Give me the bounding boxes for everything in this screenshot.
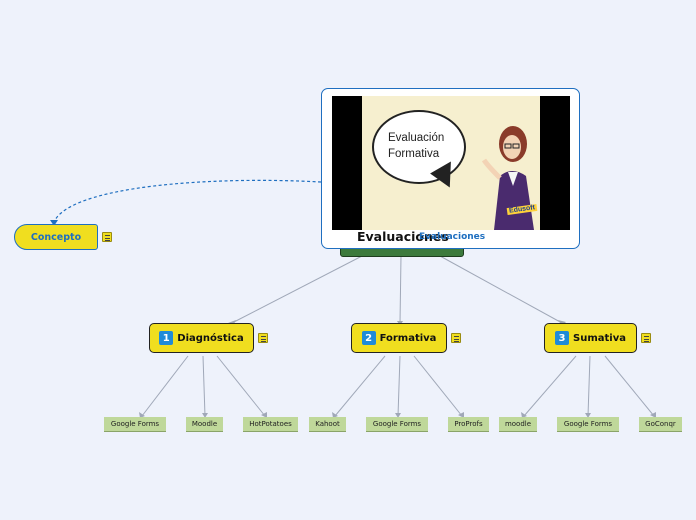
central-topic-card[interactable]: Evaluación Formativa Edusoft <box>321 88 580 249</box>
speech-bubble-text: Evaluación Formativa <box>388 132 445 160</box>
concept-relationship-line <box>53 179 322 223</box>
link-central-diagnostica <box>231 255 363 324</box>
central-topic-image[interactable]: Evaluación Formativa Edusoft <box>332 96 570 230</box>
concept-node[interactable]: Concepto <box>14 224 98 250</box>
number-badge: 2 <box>361 331 376 345</box>
note-icon[interactable] <box>102 232 112 242</box>
topic-label: Sumativa <box>573 332 626 344</box>
link-diag-leaf2 <box>202 355 206 417</box>
number-badge: 1 <box>159 331 174 345</box>
note-icon[interactable] <box>641 333 651 343</box>
arrow-head <box>261 412 267 418</box>
arrow-head <box>139 412 145 418</box>
arrow-head <box>650 412 656 418</box>
link-form-leaf1 <box>334 355 386 417</box>
leaf-tool[interactable]: Google Forms <box>104 417 166 432</box>
link-sum-leaf3 <box>604 355 655 417</box>
topic-label: Formativa <box>379 332 437 344</box>
note-icon[interactable] <box>258 333 268 343</box>
link-diag-leaf1 <box>141 355 189 417</box>
number-badge: 3 <box>555 331 570 345</box>
link-sum-leaf1 <box>523 355 577 417</box>
central-topic-link[interactable]: Evaluaciones <box>419 232 486 242</box>
image-scene: Evaluación Formativa Edusoft <box>362 96 540 230</box>
leaf-tool[interactable]: Moodle <box>186 417 223 432</box>
arrow-head <box>395 413 401 418</box>
link-form-leaf2 <box>397 355 401 417</box>
note-icon[interactable] <box>451 333 461 343</box>
link-central-formativa <box>399 255 402 324</box>
teacher-illustration <box>481 126 534 230</box>
topic-diagnostica[interactable]: 1 Diagnóstica <box>149 323 254 353</box>
leaf-tool[interactable]: Google Forms <box>366 417 428 432</box>
topic-formativa[interactable]: 2 Formativa <box>351 323 447 353</box>
speech-bubble <box>372 110 466 184</box>
arrow-head <box>332 412 338 418</box>
leaf-tool[interactable]: Kahoot <box>309 417 346 432</box>
leaf-tool[interactable]: moodle <box>499 417 537 432</box>
leaf-tool[interactable]: HotPotatoes <box>243 417 298 432</box>
leaf-tool[interactable]: Google Forms <box>557 417 619 432</box>
link-central-sumativa <box>439 255 563 324</box>
leaf-tool[interactable]: ProProfs <box>448 417 489 432</box>
link-form-leaf3 <box>413 355 463 417</box>
topic-sumativa[interactable]: 3 Sumativa <box>544 323 637 353</box>
link-sum-leaf2 <box>587 355 591 417</box>
arrow-head <box>202 413 208 418</box>
arrow-head <box>521 412 527 418</box>
arrow-head <box>585 413 591 418</box>
topic-label: Diagnóstica <box>177 332 244 344</box>
concept-arrow-head <box>50 220 58 226</box>
leaf-tool[interactable]: GoConqr <box>639 417 682 432</box>
central-topic-title[interactable]: Evaluaciones <box>357 229 449 244</box>
concept-label: Concepto <box>30 231 82 243</box>
arrow-head <box>458 412 464 418</box>
link-diag-leaf3 <box>216 355 266 417</box>
